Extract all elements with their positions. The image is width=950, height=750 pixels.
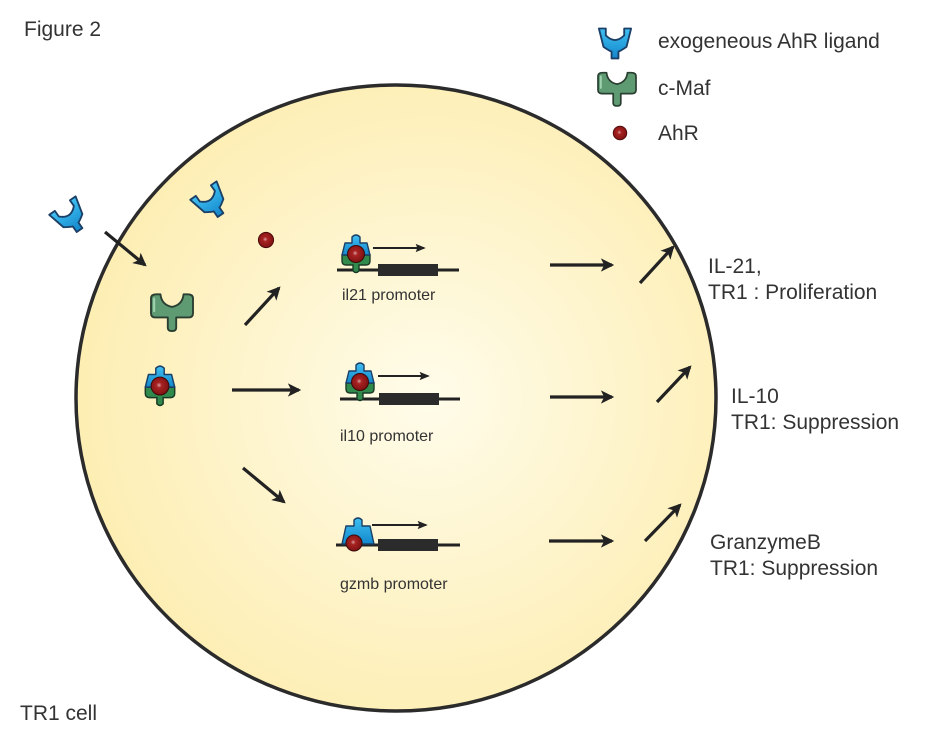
tr1-cell-label: TR1 cell (20, 702, 98, 725)
legend-label-ahr: AhR (658, 122, 699, 145)
gzmb-promoter-label: gzmb promoter (340, 576, 448, 593)
legend-cmaf-icon (597, 71, 637, 107)
figure-title: Figure 2 (24, 18, 102, 41)
outcome-il10: IL-10 TR1: Suppression (731, 384, 899, 436)
arrow-il10-secretion (655, 365, 692, 404)
gzmb-promoter-gene (336, 517, 460, 552)
il10-promoter-gene (340, 362, 460, 405)
arrow-to-gzmb (241, 466, 286, 504)
exogenous-ligand-icon (48, 195, 94, 241)
outcome-il21: IL-21, TR1 : Proliferation (708, 254, 877, 306)
outcome-il21-effect: TR1 : Proliferation (708, 281, 878, 304)
free-ahr-icon (257, 231, 275, 249)
outcome-gzmb: GranzymeB TR1: Suppression (710, 530, 878, 582)
outcome-gzmb-effect: TR1: Suppression (710, 557, 879, 580)
arrow-il21-secretion (638, 245, 675, 285)
il21-promoter-label: il21 promoter (342, 287, 436, 304)
legend-ligand-icon (597, 27, 633, 60)
outcome-gzmb-cytokine: GranzymeB (710, 531, 821, 554)
arrow-gzmb-secretion (643, 503, 682, 543)
il21-promoter-gene (337, 234, 459, 276)
il10-promoter-label: il10 promoter (340, 428, 434, 445)
legend-ahr-icon (612, 125, 628, 141)
outcome-il10-effect: TR1: Suppression (731, 411, 900, 434)
ligand-entry-arrow (103, 230, 147, 267)
outcome-il21-cytokine: IL-21, (708, 255, 762, 278)
legend-label-cmaf: c-Maf (658, 77, 711, 100)
arrow-to-il21 (243, 286, 281, 327)
outcome-il10-cytokine: IL-10 (731, 385, 779, 408)
legend-label-ligand: exogeneous AhR ligand (658, 30, 880, 53)
